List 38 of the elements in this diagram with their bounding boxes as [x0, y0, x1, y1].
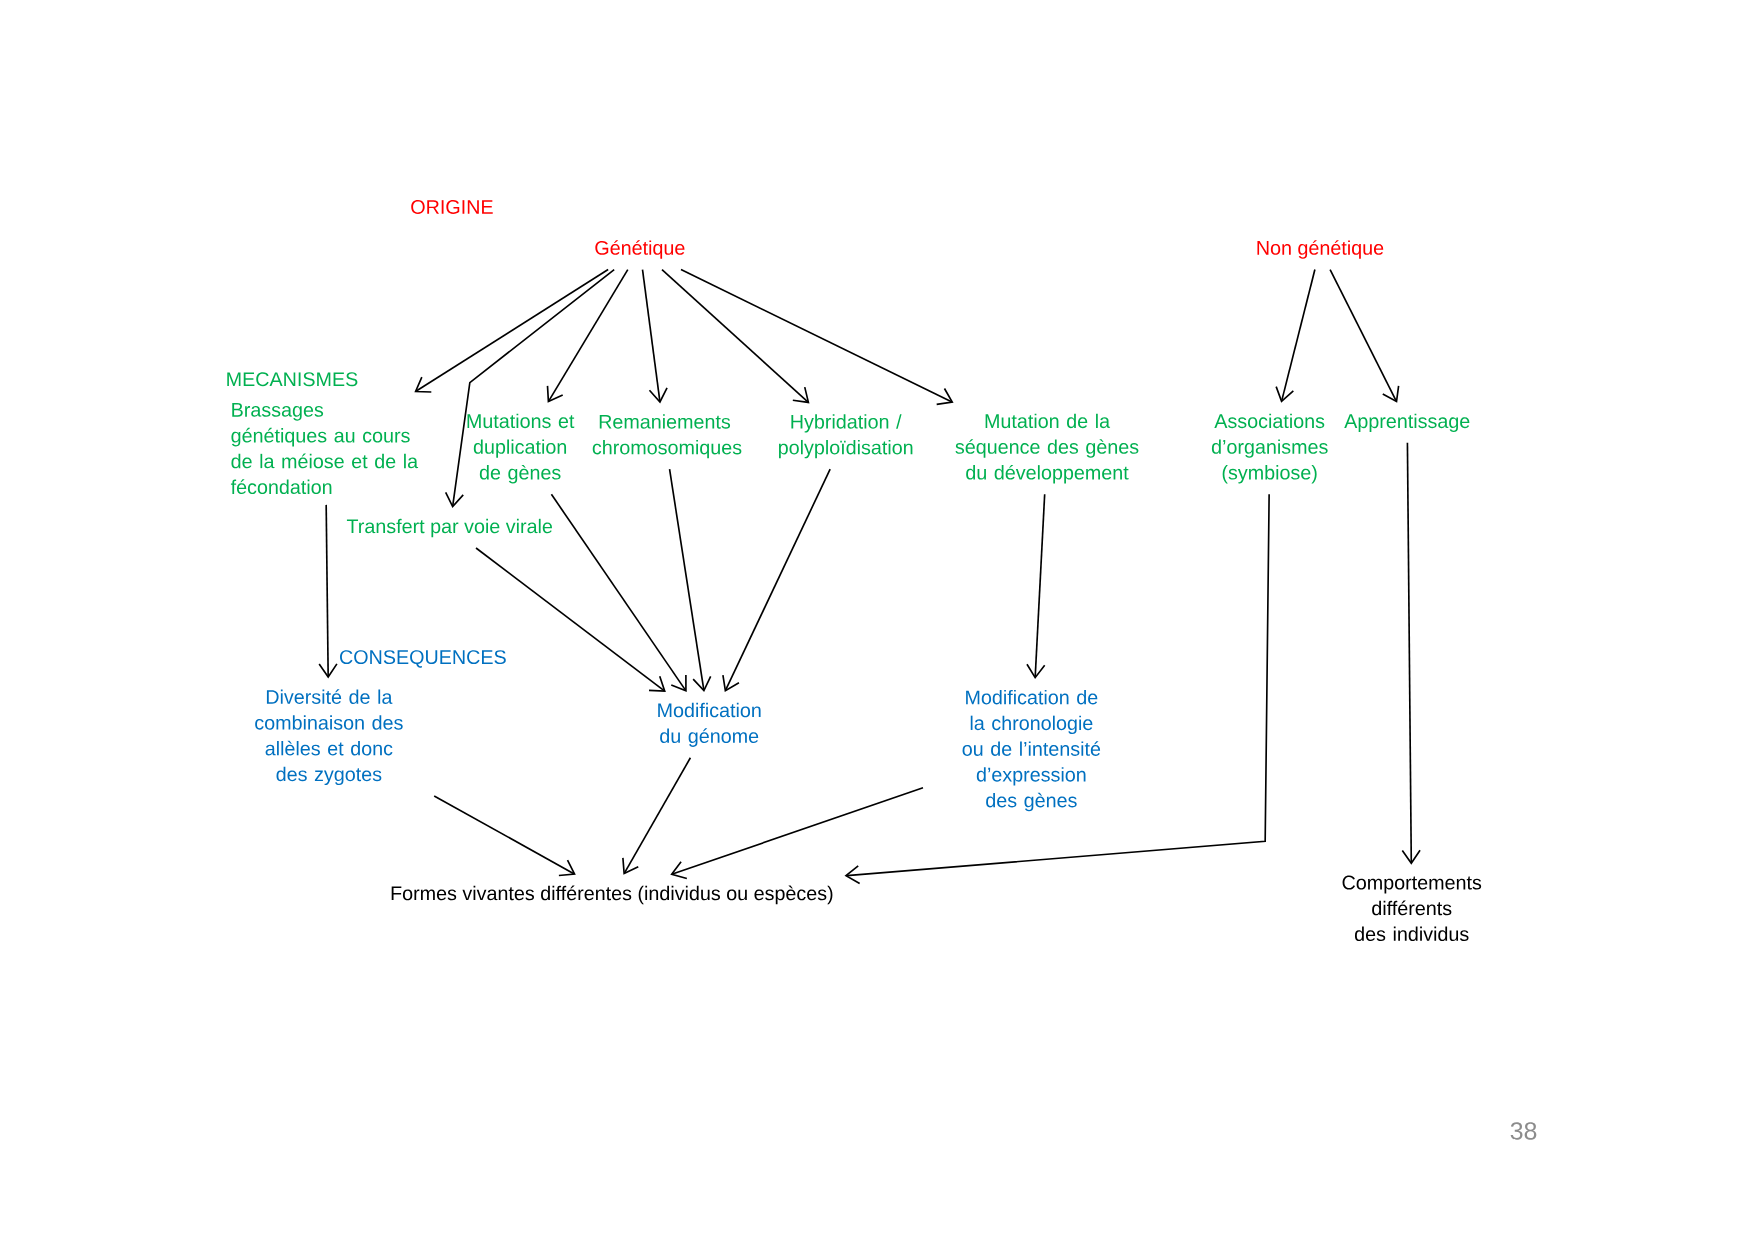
- page-number: 38: [1510, 1122, 1537, 1140]
- arrow: [661, 268, 810, 404]
- arrow: [433, 795, 576, 877]
- arrow: [844, 493, 1270, 885]
- arrow: [414, 268, 609, 394]
- arrow: [318, 504, 338, 679]
- result-label: Formes vivantes différentes (individus ou espèces): [391, 885, 833, 905]
- arrow: [444, 268, 616, 509]
- section-heading: CONSEQUENCES: [340, 650, 506, 668]
- mechanism-label: Mutations et duplication de gènes: [467, 413, 575, 484]
- arrow: [641, 268, 668, 404]
- section-heading: MECANISMES: [227, 372, 358, 387]
- mechanism-label: Brassages génétiques au cours de la méiose et de la fécondation: [230, 403, 419, 495]
- mechanism-label: Mutation de la séquence des gènes du développement: [955, 413, 1139, 484]
- section-heading: ORIGINE: [411, 200, 493, 215]
- origin-label: Génétique: [595, 240, 685, 259]
- mechanism-label: Remaniements chromosomiques: [592, 414, 742, 459]
- arrow: [1275, 268, 1316, 404]
- arrow: [1401, 442, 1421, 866]
- origin-label: Non génétique: [1257, 240, 1384, 259]
- arrow: [670, 787, 924, 880]
- arrow: [680, 268, 954, 406]
- arrow: [546, 268, 629, 404]
- arrow: [622, 757, 692, 875]
- consequence-label: Modification du génome: [658, 703, 761, 748]
- mechanism-label: Transfert par voie virale: [346, 519, 552, 538]
- arrow: [722, 468, 831, 693]
- mechanism-label: Associations d’organismes (symbiose): [1211, 413, 1328, 484]
- arrow: [668, 468, 712, 693]
- result-label: Comportements différents des individus: [1342, 875, 1482, 942]
- mechanism-label: Hybridation / polyploïdisation: [778, 414, 913, 459]
- arrow: [1026, 493, 1046, 680]
- consequence-label: Diversité de la combinaison des allèles et donc des zygotes: [255, 689, 403, 786]
- arrow: [550, 493, 687, 693]
- mechanism-label: Apprentissage: [1344, 413, 1470, 433]
- arrow: [475, 547, 666, 693]
- consequence-label: Modification de la chronologie ou de l’intensité d’expression des gènes: [962, 690, 1101, 812]
- arrow: [1329, 268, 1400, 404]
